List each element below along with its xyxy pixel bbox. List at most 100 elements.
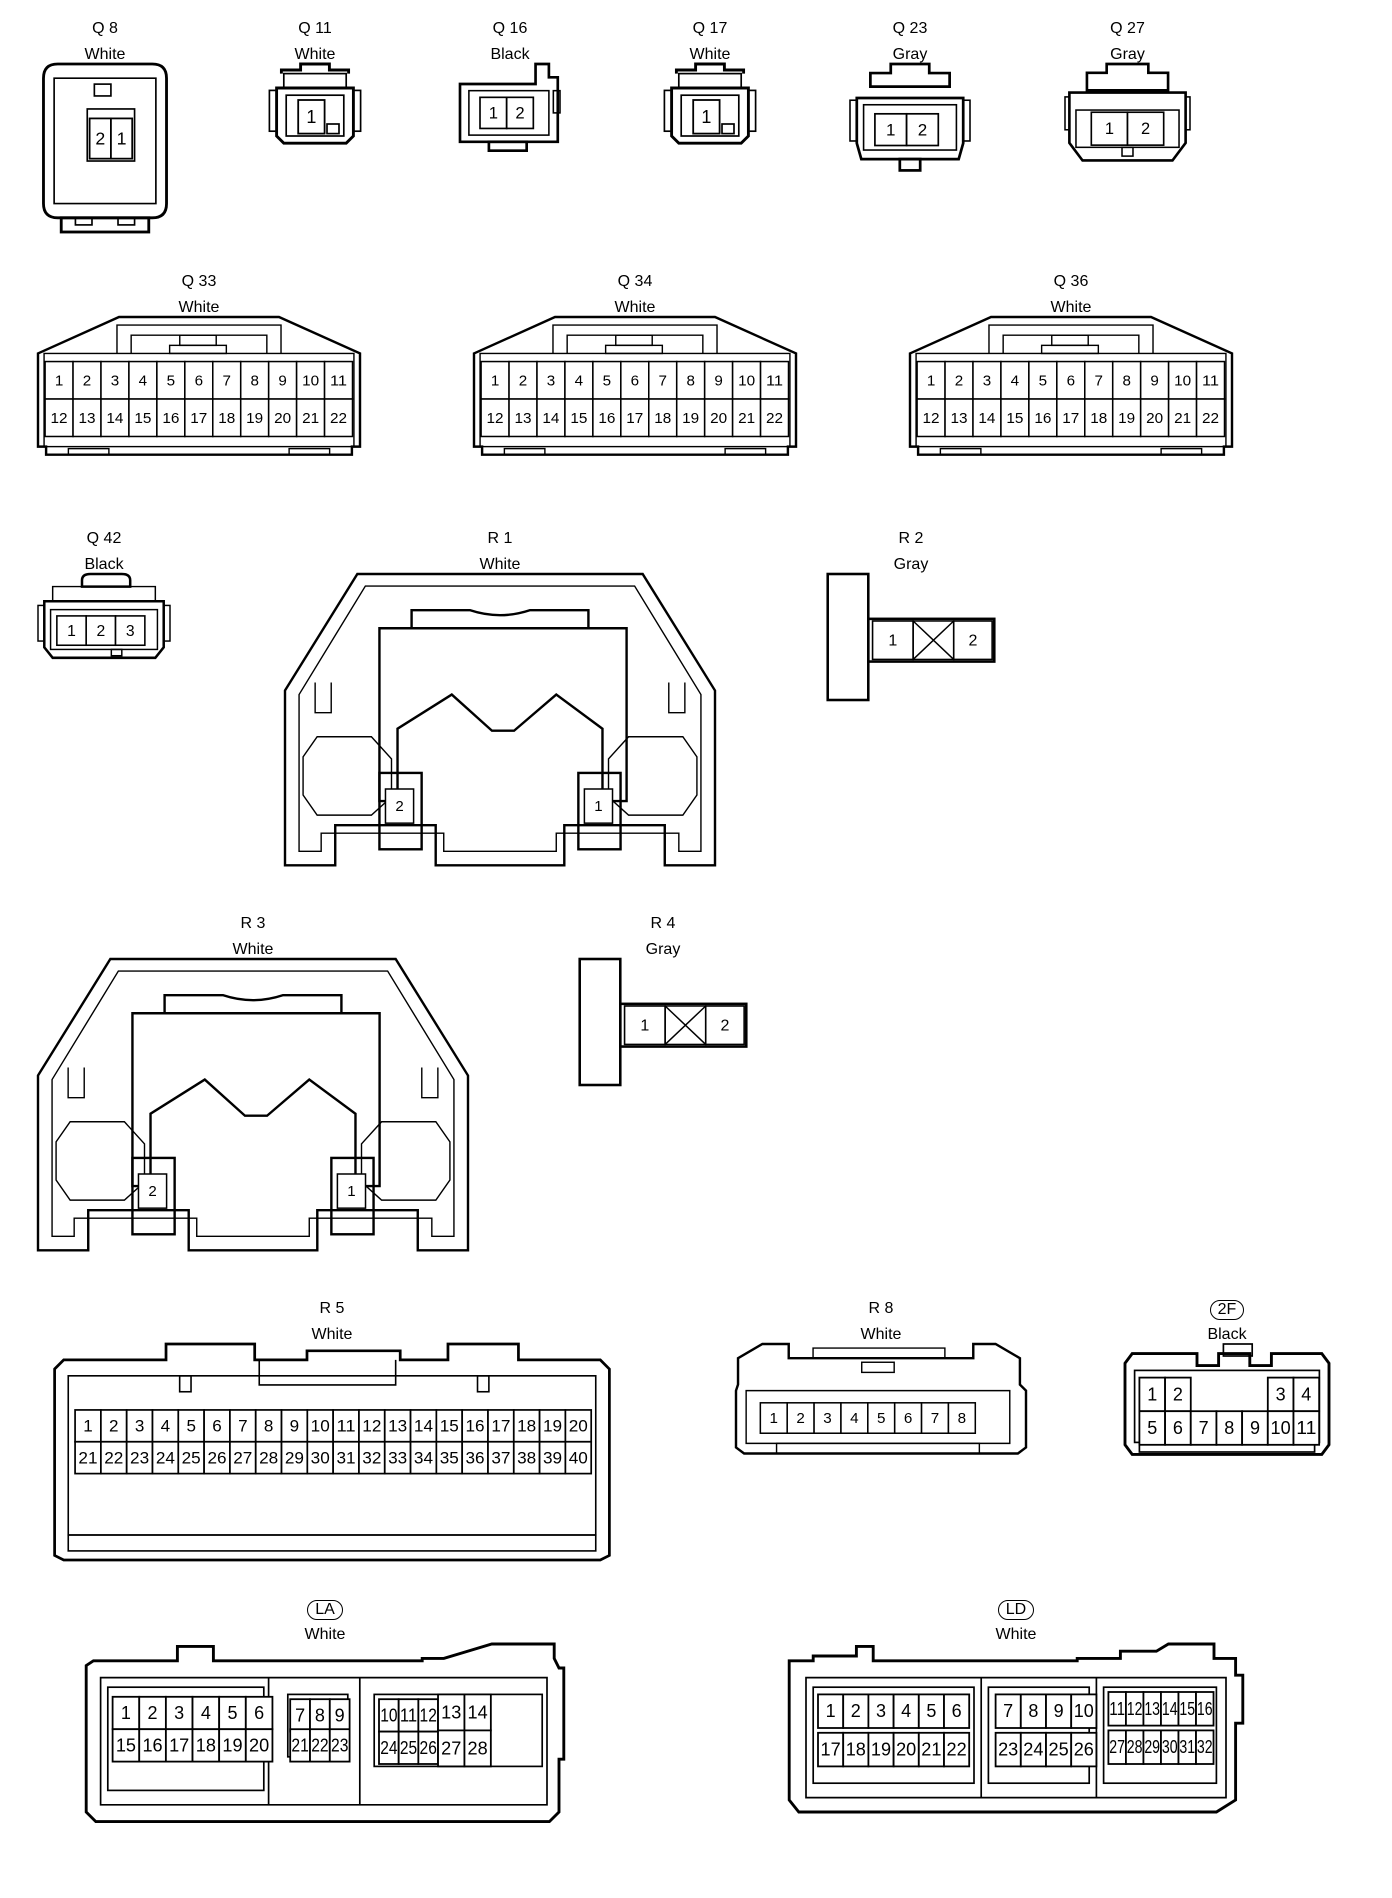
pin-number: 11 <box>766 372 783 389</box>
pin-number: 4 <box>1301 1384 1311 1404</box>
pin-number: 21 <box>291 1735 308 1755</box>
pin-number: 2 <box>109 1417 118 1436</box>
pin-cavity <box>244 1728 274 1763</box>
blocked-cavity <box>912 620 955 660</box>
connector-id-text: LA <box>307 1600 343 1620</box>
connector-id-text: LD <box>997 1600 1035 1620</box>
pin-number: 34 <box>414 1448 433 1467</box>
pin-cavity <box>1000 360 1030 400</box>
pin-cavity <box>917 1693 945 1729</box>
pin-number: 1 <box>491 372 499 389</box>
pin-cavity <box>508 398 538 438</box>
pin-cavity <box>128 398 158 438</box>
pin-cavity <box>944 398 974 438</box>
pin-number: 16 <box>466 1417 485 1436</box>
pin-cavity <box>840 1402 869 1434</box>
pin-cavity <box>218 1728 247 1763</box>
pin-cavity <box>842 1693 870 1729</box>
pin-number: 2 <box>851 1701 861 1721</box>
connector-color-label: Black <box>490 46 530 63</box>
pin-cavity <box>1070 1731 1098 1768</box>
pin-number: 16 <box>1197 1699 1213 1719</box>
pin-number: 1 <box>67 623 76 640</box>
housing-outline <box>168 344 228 355</box>
housing-outline <box>378 627 628 803</box>
pin-cavity <box>1195 1691 1215 1727</box>
pin-number: 11 <box>1109 1699 1125 1719</box>
pin-cavity <box>512 1409 541 1443</box>
housing-outline <box>421 1067 439 1099</box>
pin-number: 5 <box>186 1417 195 1436</box>
pin-number: 31 <box>336 1448 355 1467</box>
housing-outline <box>468 89 550 136</box>
pin-cavity <box>328 1728 351 1763</box>
pin-number: 1 <box>306 107 316 127</box>
connector-id-label: Q 36 <box>910 273 1232 291</box>
pin-cavity <box>892 1693 920 1729</box>
housing-outline <box>51 585 157 602</box>
pin-number: 31 <box>1179 1737 1195 1757</box>
pin-number: 1 <box>640 1018 649 1035</box>
housing-outline <box>117 216 136 226</box>
pin-number: 9 <box>278 372 286 389</box>
pin-number: 18 <box>218 410 235 427</box>
pin-cavity <box>916 398 946 438</box>
pin-number: 1 <box>770 1410 778 1427</box>
pin-number: 11 <box>330 372 347 389</box>
pin-cavity <box>1167 360 1198 400</box>
pin-cavity <box>731 398 762 438</box>
pin-cavity <box>1139 398 1170 438</box>
pin-number: 5 <box>1039 372 1047 389</box>
pin-cavity <box>1111 360 1142 400</box>
pin-cavity <box>110 117 134 160</box>
connector-id-label: LD <box>726 1600 1306 1620</box>
pin-number: 15 <box>1179 1699 1195 1719</box>
pin-number: 26 <box>207 1448 226 1467</box>
pin-number: 15 <box>440 1417 459 1436</box>
pin-number: 21 <box>1174 410 1191 427</box>
pin-cavity <box>212 398 242 438</box>
pin-cavity <box>893 1402 923 1434</box>
connector-id-text: R 2 <box>898 530 924 547</box>
housing-outline <box>37 604 46 642</box>
connector-color-label: Black <box>1207 1326 1247 1343</box>
pin-number: 20 <box>710 410 727 427</box>
pin-cavity <box>943 1693 971 1729</box>
pin-number: 6 <box>952 1701 962 1721</box>
pin-cavity <box>1028 360 1058 400</box>
pin-number: 23 <box>331 1735 348 1755</box>
housing-outline <box>812 1686 975 1785</box>
housing-outline <box>566 334 704 354</box>
pin-number: 4 <box>161 1417 170 1436</box>
pin-number: 9 <box>714 372 722 389</box>
connector-id-label: R 2 <box>826 530 996 548</box>
housing-outline <box>787 1642 1245 1814</box>
connector-color-label: White <box>178 299 220 316</box>
housing-outline <box>747 89 757 133</box>
pin-cavity <box>280 1440 309 1475</box>
housing-outline <box>110 648 123 657</box>
pin-number: 28 <box>259 1448 278 1467</box>
connector-id-text: Q 8 <box>92 20 118 37</box>
pin-number: 20 <box>896 1740 916 1760</box>
pin-cavity <box>867 1731 895 1768</box>
connector-id-label: Q 23 <box>850 20 970 38</box>
housing-outline <box>36 957 470 1252</box>
housing-outline <box>275 86 355 145</box>
pin-cavity <box>1292 1410 1321 1446</box>
pin-number: 37 <box>491 1448 510 1467</box>
connector-face-drawing: 1 <box>268 62 362 145</box>
pin-number: 25 <box>182 1448 201 1467</box>
connector-id-label: Q 42 <box>38 530 170 548</box>
pin-cavity <box>138 1728 167 1763</box>
connector-color-label: Gray <box>892 46 928 63</box>
